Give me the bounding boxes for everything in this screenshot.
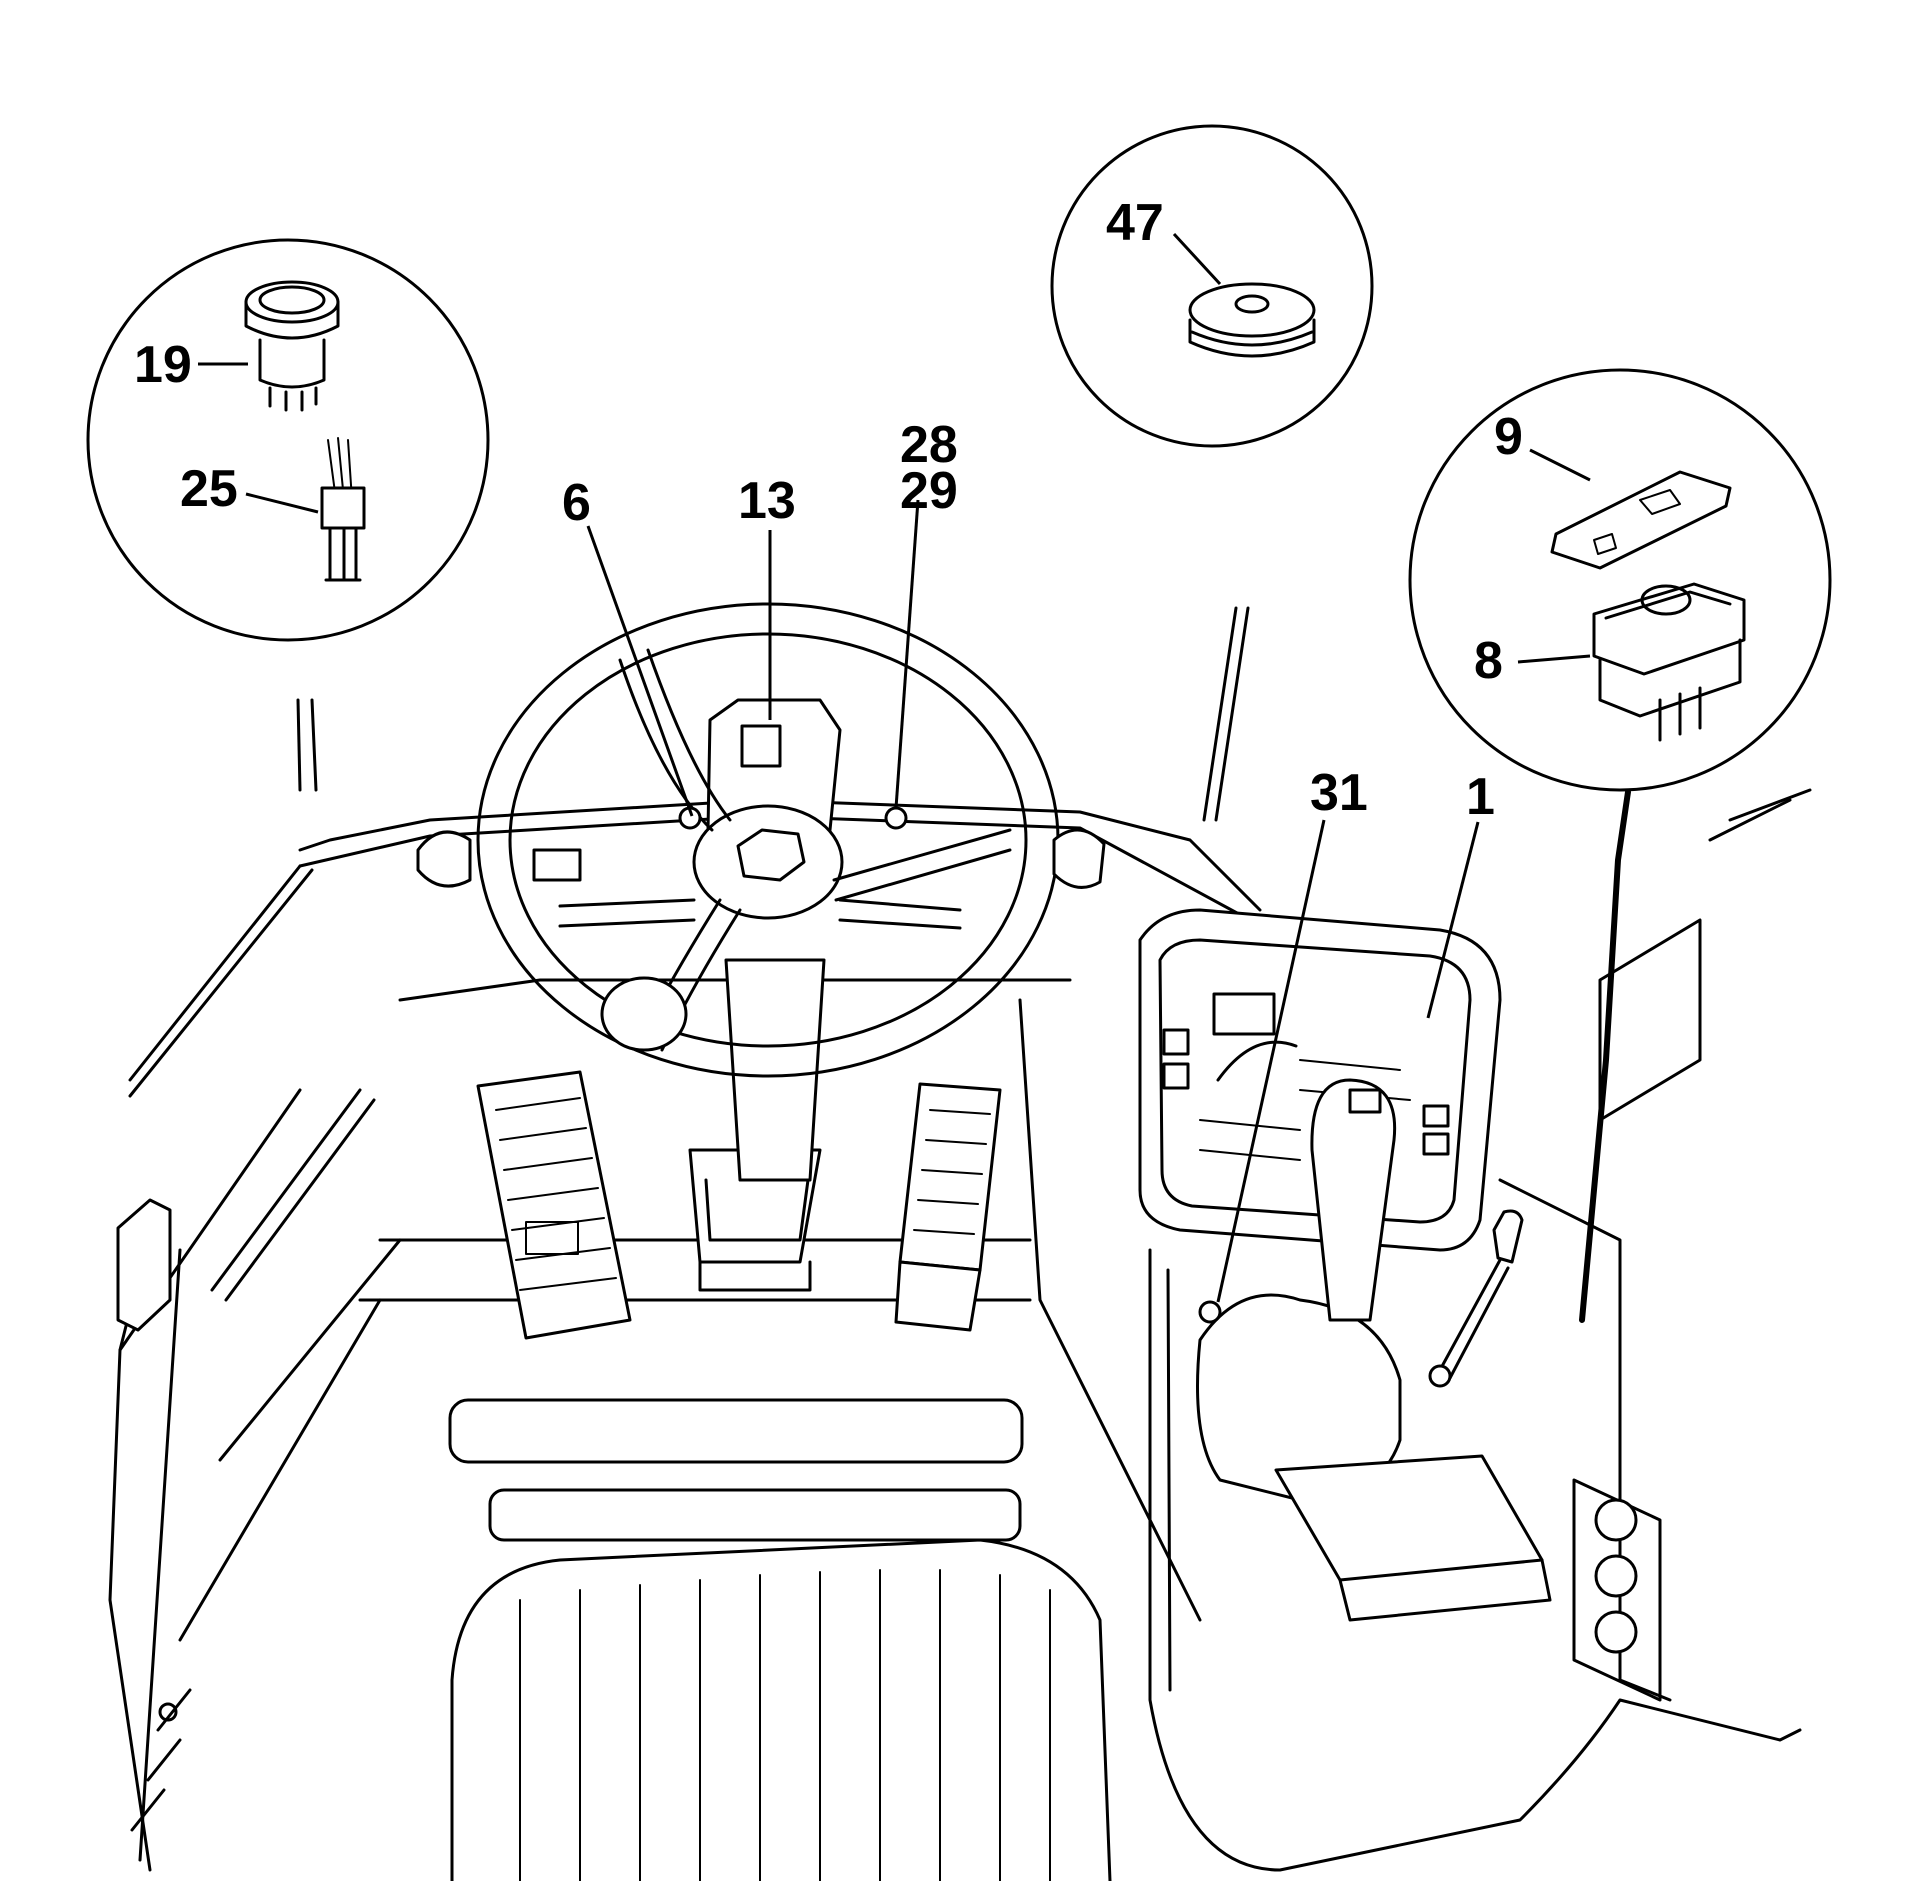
callout-8: 8 [1474,632,1503,690]
callout-29: 29 [900,462,958,520]
callout-47: 47 [1106,194,1164,252]
rocker-housing-part [1592,582,1746,742]
right-console [1148,788,1812,1872]
callout-28: 28 [900,416,958,474]
detail-circle-plug [1050,124,1374,448]
plug-part [1188,282,1316,358]
joystick [1196,1078,1402,1502]
armrest [1274,1454,1552,1622]
switch-31-knob [1198,1300,1222,1324]
console-knobs [1572,1478,1662,1702]
callout-25: 25 [180,460,238,518]
brake-pedal [476,1070,632,1340]
accelerator-pedal [894,1082,1002,1332]
callout-1: 1 [1466,768,1495,826]
callout-31: 31 [1310,764,1368,822]
callout-19: 19 [134,336,192,394]
callout-labels: 19 25 47 9 8 6 13 28 29 31 1 [134,194,1523,826]
push-switch-part [244,280,340,412]
callout-9: 9 [1494,408,1523,466]
operator-seat [450,1538,1112,1881]
rocker-cap-part [1550,470,1732,570]
detail-circle-switch-connector [86,238,490,642]
callout-13: 13 [738,472,796,530]
steering-wheel [416,602,1106,1078]
detail-8-9-pointer [1579,789,1631,1323]
instrument-panel [1138,908,1502,1252]
connector-part [320,437,366,582]
leader-lines [198,232,1591,1303]
callout-6: 6 [562,474,591,532]
steering-column [688,958,826,1292]
gear-lever [1428,1209,1524,1388]
detail-circle-rocker-switch [1408,368,1832,792]
